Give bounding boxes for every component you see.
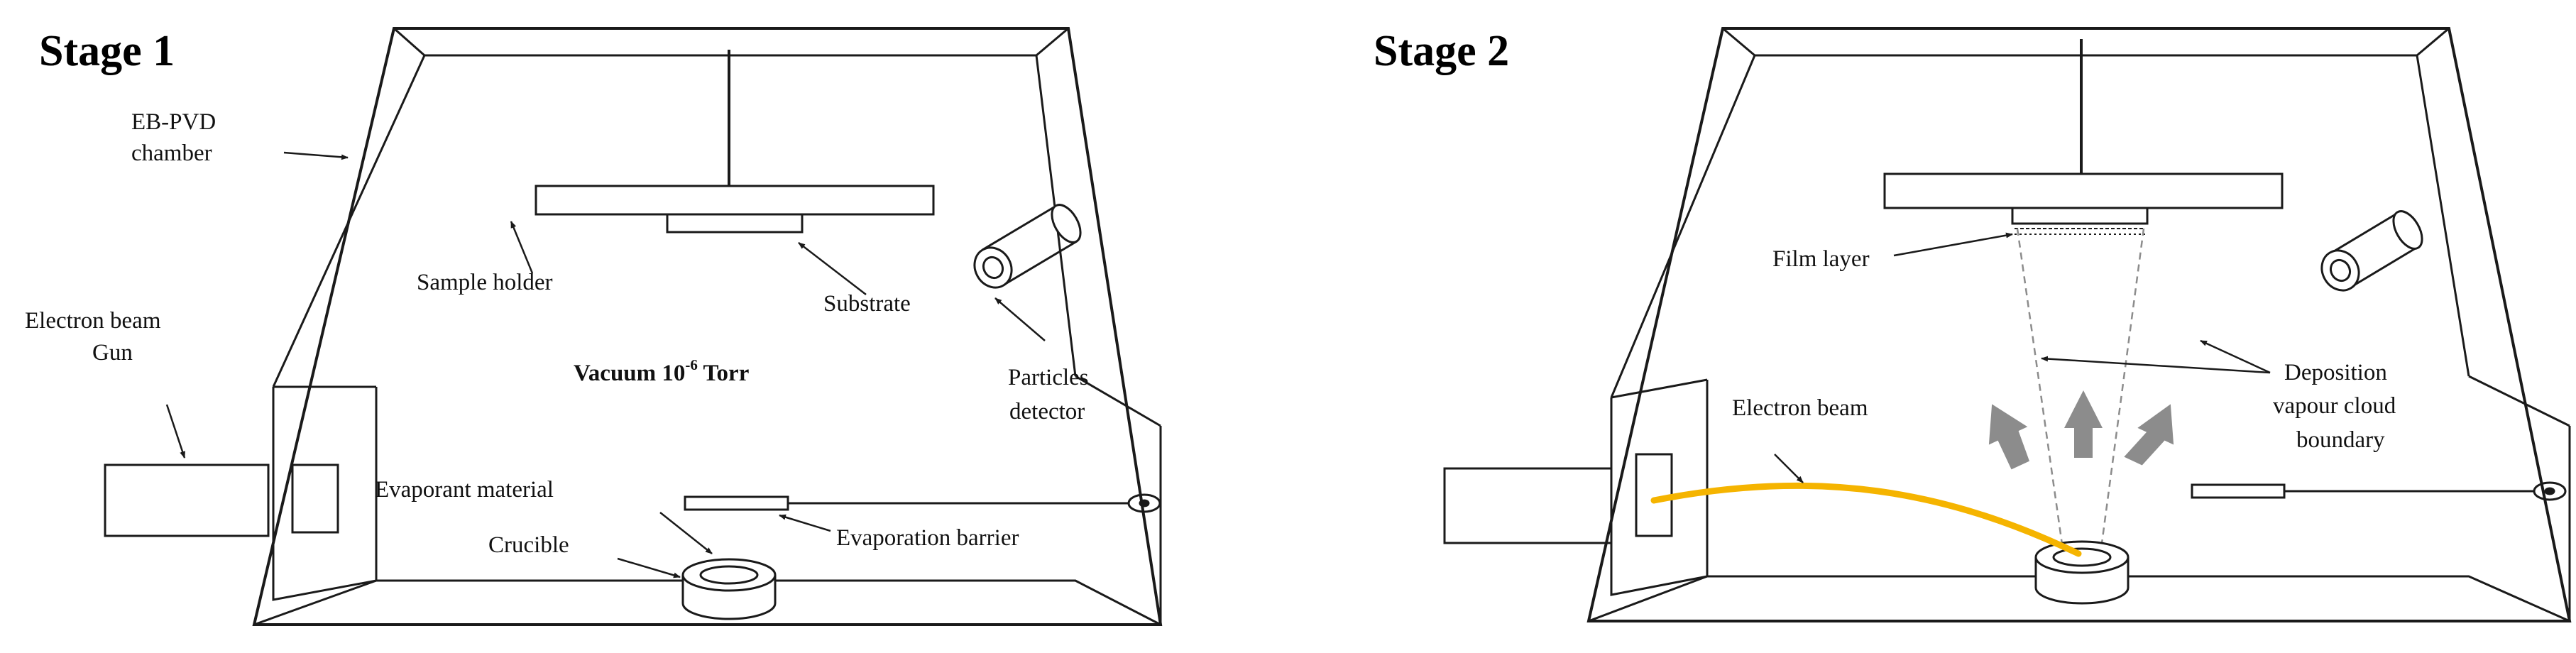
- vapour-cloud-boundary: [2016, 228, 2145, 560]
- vapour-arrow-left: [1988, 404, 2029, 470]
- stage-2-chamber: [1586, 27, 2572, 622]
- label-sample-holder: Sample holder: [417, 270, 553, 295]
- substrate: [2011, 207, 2149, 225]
- vapour-arrow-right: [2124, 404, 2174, 466]
- stage-2-title: Stage 2: [1374, 27, 1509, 75]
- stage-1-panel: Stage 1: [25, 27, 1163, 626]
- label-evaporation-barrier: Evaporation barrier: [836, 525, 1019, 551]
- label-deposition: Deposition: [2284, 360, 2387, 385]
- vapour-flow-arrows: [1988, 390, 2174, 470]
- gun-window: [291, 463, 339, 534]
- particles-detector: [973, 204, 1082, 289]
- vapour-arrow-center: [2064, 390, 2103, 458]
- electron-beam-path: [1650, 482, 2082, 557]
- evaporation-barrier: [684, 493, 1161, 513]
- evaporant-material: [699, 565, 759, 585]
- label-electron-beam: Electron beam: [1732, 395, 1868, 421]
- label-deposition-2: vapour cloud: [2273, 393, 2396, 419]
- label-particles-detector: Particles: [1008, 365, 1089, 390]
- particles-detector: [2320, 210, 2423, 292]
- label-particles-detector-2: detector: [1009, 399, 1085, 424]
- label-evaporant-material: Evaporant material: [375, 477, 554, 503]
- label-film-layer: Film layer: [1772, 246, 1870, 272]
- crucible: [2034, 540, 2130, 605]
- label-electron-gun: Electron beam: [25, 308, 161, 334]
- stage-2-panel: Stage 2: [1374, 27, 2572, 622]
- stage-1-leaders: [165, 151, 1046, 578]
- stage-2-leaders: [1774, 232, 2271, 483]
- chamber-outer-wall: [252, 27, 1163, 626]
- chamber-outer-wall: [1586, 27, 2572, 622]
- substrate: [666, 213, 804, 234]
- crucible: [681, 558, 777, 620]
- label-electron-gun-2: Gun: [92, 340, 133, 366]
- electron-beam-gun: [1443, 453, 1673, 544]
- sample-holder-assembly: [1883, 39, 2284, 235]
- stage-1-chamber: [252, 27, 1163, 626]
- stage-1-labels: EB-PVD chamber Electron beam Gun Sample …: [25, 109, 1089, 558]
- electron-beam-gun: [104, 463, 339, 537]
- evaporation-barrier: [2191, 481, 2567, 501]
- label-vacuum: Vacuum 10-6 Torr: [574, 356, 749, 386]
- label-chamber: EB-PVD: [131, 109, 216, 135]
- label-deposition-3: boundary: [2296, 427, 2385, 453]
- stage-1-title: Stage 1: [39, 27, 175, 75]
- label-substrate: Substrate: [823, 291, 911, 317]
- label-chamber-2: chamber: [131, 141, 212, 166]
- stage-2-labels: Film layer Electron beam Deposition vapo…: [1732, 246, 2396, 453]
- label-crucible: Crucible: [488, 532, 569, 558]
- sample-holder-assembly: [535, 50, 935, 234]
